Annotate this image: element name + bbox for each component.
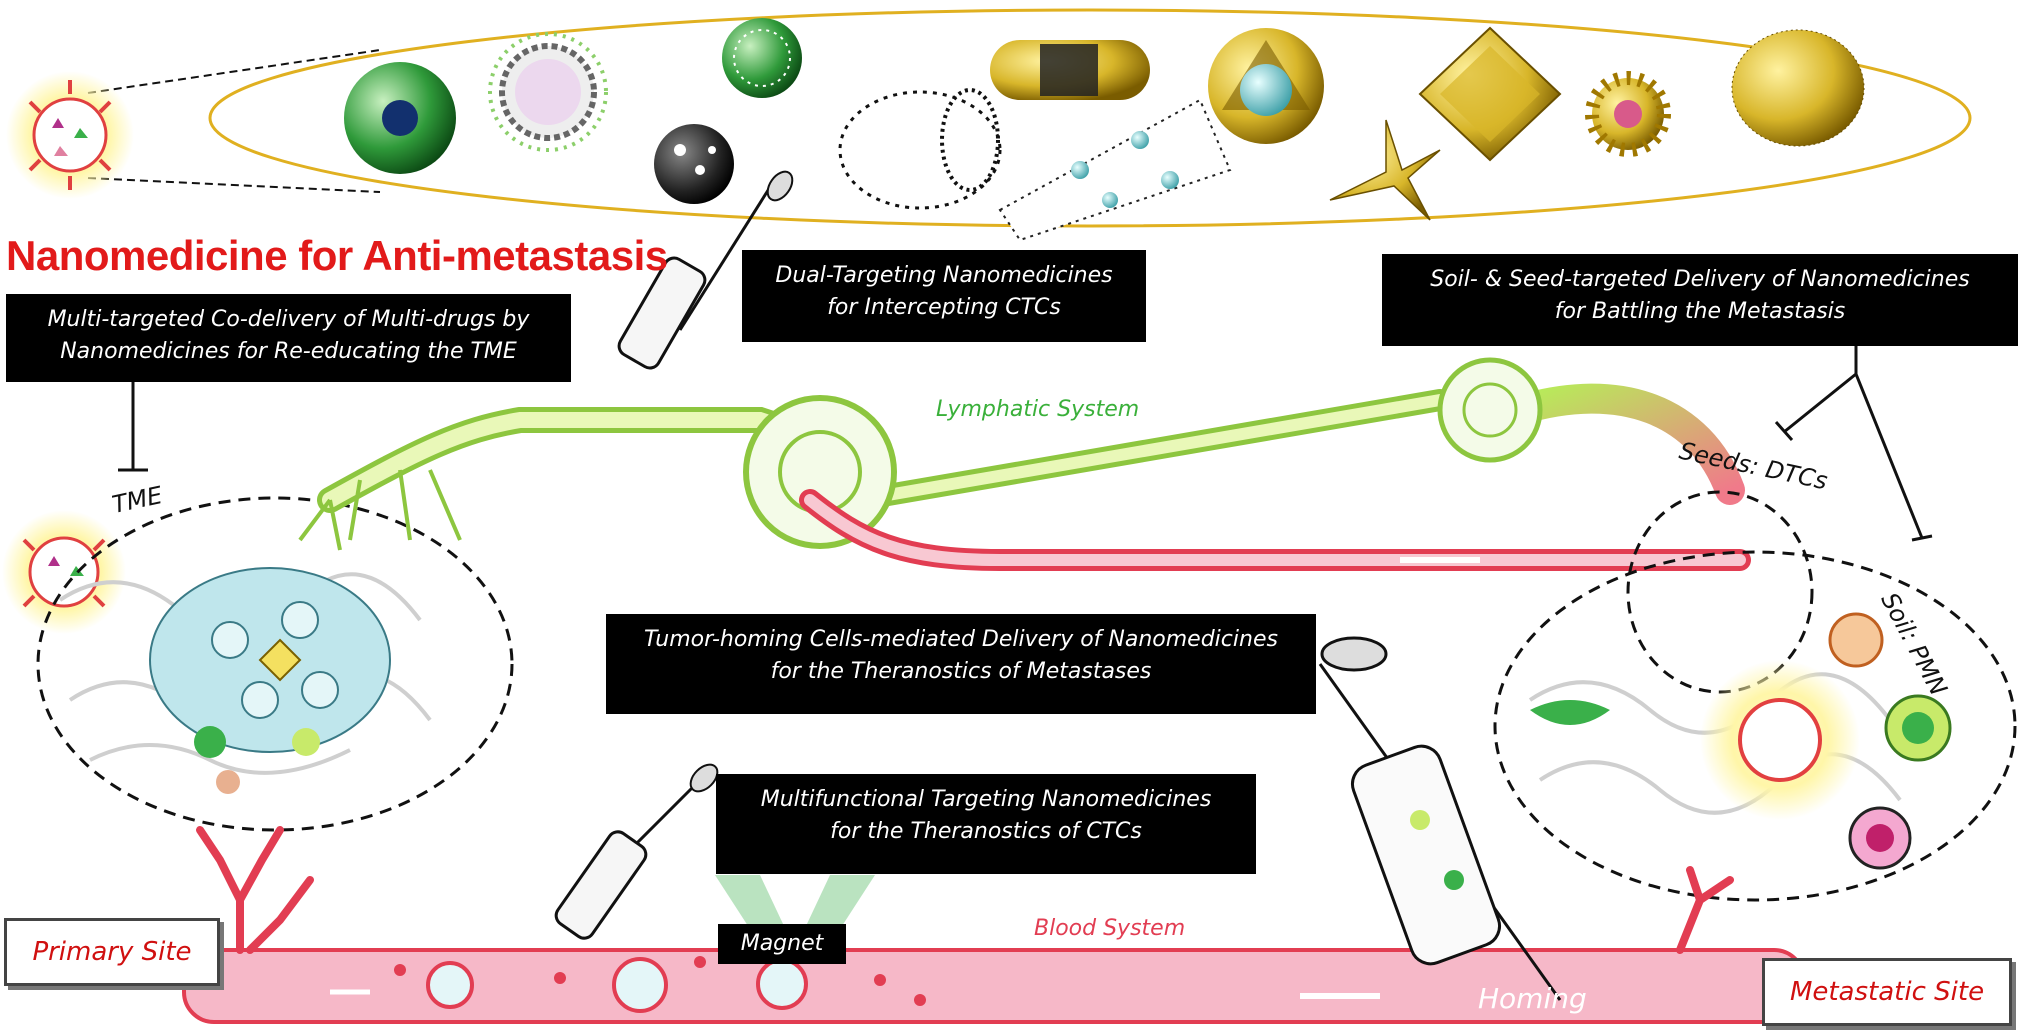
liposome-icon — [488, 32, 608, 152]
syringe-top-icon — [617, 170, 794, 370]
dual-targeting-box: Dual-Targeting Nanomedicines for Interce… — [742, 250, 1146, 342]
multi-targeted-delivery-box: Multi-targeted Co-delivery of Multi-drug… — [6, 294, 571, 382]
graphene-sheet-icon — [998, 98, 1232, 242]
carbon-nanotube-icon — [838, 88, 1002, 210]
blood-system-label: Blood System — [1034, 916, 1186, 941]
mesoporous-silica-icon — [344, 62, 456, 174]
zoom-lines — [87, 49, 381, 193]
spiky-nanoparticle-icon — [1585, 71, 1671, 157]
metastatic-site-label: Metastatic Site — [1762, 958, 2012, 1026]
connector-lines — [118, 346, 1933, 542]
lymphatic-vessels — [298, 357, 1745, 551]
metastatic-region — [1493, 490, 2017, 902]
primary-vasculature — [196, 826, 1734, 954]
gold-nanostar-icon — [1329, 119, 1441, 221]
nanodisk-icon — [1731, 29, 1865, 147]
hollow-carbon-sphere-icon — [654, 124, 734, 204]
syringe-bottom-icon — [554, 763, 719, 940]
gold-nanorod-icon — [990, 40, 1150, 100]
lymph-to-metastasis-vessel — [799, 489, 1751, 571]
primary-site-label: Primary Site — [4, 918, 220, 986]
primary-tumor-region — [36, 496, 514, 832]
cell-vial-icon — [1318, 636, 1562, 1001]
homing-label: Homing — [1478, 982, 1587, 1015]
cage-sphere-icon — [722, 18, 802, 98]
multidrug-nanoparticle-icon — [6, 71, 134, 199]
magnet-label: Magnet — [718, 924, 846, 964]
lymphatic-system-label: Lymphatic System — [936, 397, 1140, 422]
tme-nanoparticle-icon — [2, 510, 126, 634]
page-title: Nanomedicine for Anti-metastasis — [6, 232, 668, 279]
nanoparticle-gallery — [208, 8, 1972, 242]
gold-nanocube-icon — [1418, 26, 1562, 162]
soil-seed-box: Soil- & Seed-targeted Delivery of Nanome… — [1382, 254, 2018, 346]
core-shell-nanoparticle-icon — [1208, 28, 1324, 144]
tumor-homing-box: Tumor-homing Cells-mediated Delivery of … — [606, 614, 1316, 714]
multifunctional-targeting-box: Multifunctional Targeting Nanomedicines … — [716, 774, 1256, 874]
